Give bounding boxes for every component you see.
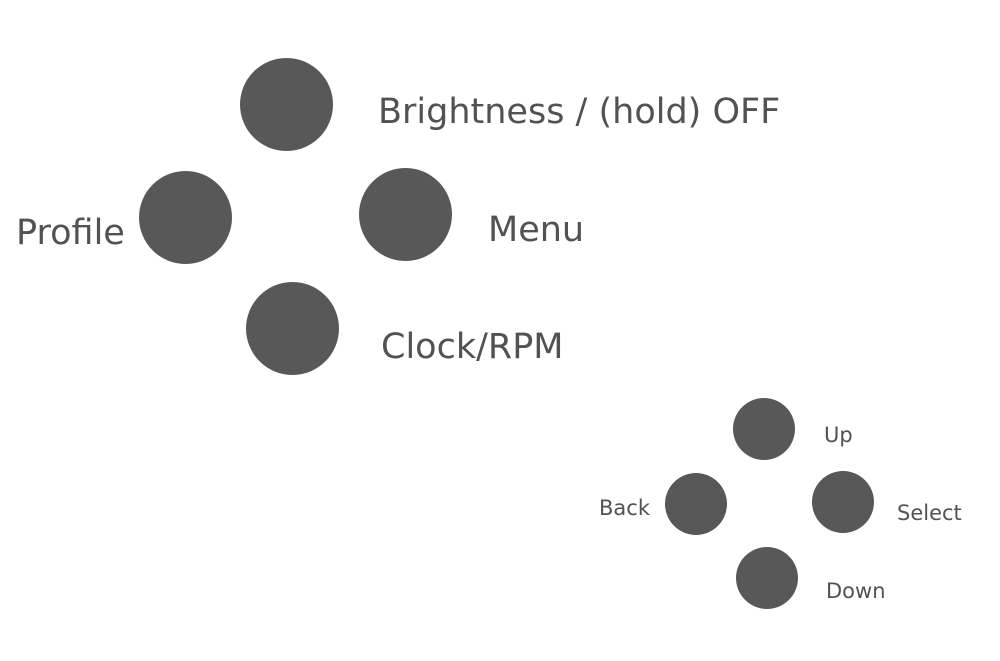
down-button[interactable]	[736, 547, 798, 609]
brightness-label: Brightness / (hold) OFF	[378, 92, 781, 132]
down-label: Down	[826, 579, 886, 603]
back-label: Back	[599, 496, 650, 520]
profile-label: Profile	[16, 213, 125, 253]
clock-rpm-button[interactable]	[246, 282, 339, 375]
menu-button[interactable]	[359, 168, 452, 261]
up-button[interactable]	[733, 398, 795, 460]
profile-button[interactable]	[139, 171, 232, 264]
up-label: Up	[824, 423, 853, 447]
select-button[interactable]	[812, 471, 874, 533]
menu-label: Menu	[488, 210, 585, 250]
select-label: Select	[897, 501, 962, 525]
back-button[interactable]	[665, 473, 727, 535]
brightness-button[interactable]	[240, 58, 333, 151]
clock-rpm-label: Clock/RPM	[381, 327, 564, 367]
